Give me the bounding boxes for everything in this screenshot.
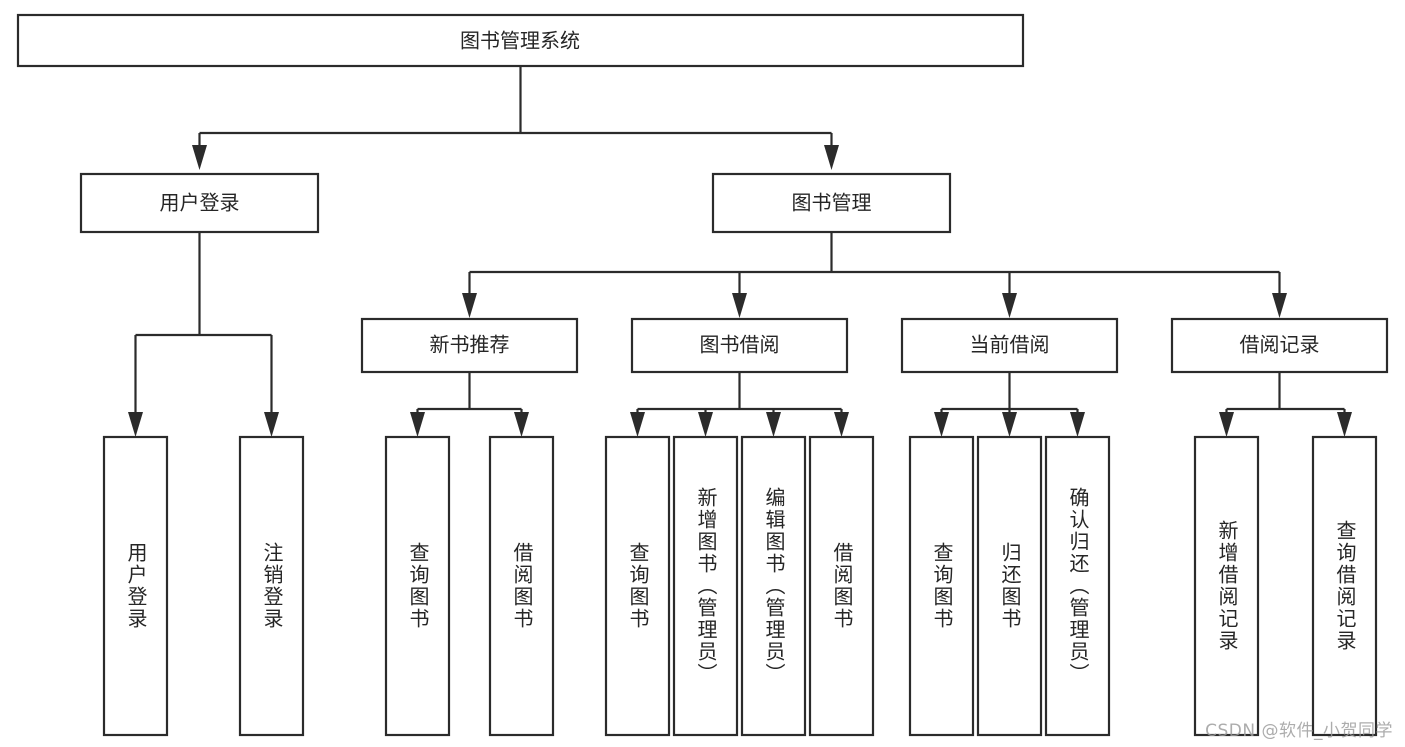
leaf-box-cb-query-book[interactable] xyxy=(908,435,975,737)
leaf-box-nbr-query-book[interactable] xyxy=(384,435,451,737)
connector-user-login-to-leaves xyxy=(128,232,279,437)
leaf-boxes-user-login xyxy=(102,435,305,737)
arrow-to-leaf-bb-2 xyxy=(698,412,713,437)
book-borrow-box-rect xyxy=(630,317,849,374)
arrow-to-book-manage xyxy=(824,145,839,170)
borrow-record-box-rect xyxy=(1170,317,1389,374)
leaf-box-logout[interactable] xyxy=(238,435,305,737)
user-login-box-label: 用户登录 xyxy=(160,191,240,215)
leaf-box-user-login[interactable] xyxy=(102,435,169,737)
arrow-to-leaf-bb-3 xyxy=(766,412,781,437)
leaf-box-bb-edit-book[interactable] xyxy=(740,435,807,737)
arrow-to-leaf-br-1 xyxy=(1219,412,1234,437)
leaf-boxes-book-borrow xyxy=(604,435,875,737)
node-new-book-recommend[interactable]: 新书推荐 xyxy=(360,317,579,374)
node-book-manage[interactable]: 图书管理 xyxy=(711,172,952,234)
book-manage-box-label: 图书管理 xyxy=(792,191,872,215)
node-current-borrow[interactable]: 当前借阅 xyxy=(900,317,1119,374)
csdn-watermark: CSDN @软件_小贺同学 xyxy=(1205,721,1393,741)
leaf-box-nbr-borrow-book[interactable] xyxy=(488,435,555,737)
leaf-box-bb-add-book[interactable] xyxy=(672,435,739,737)
connector-root-to-level1 xyxy=(192,66,839,170)
connector-borrow-record-to-leaves xyxy=(1219,372,1352,437)
arrow-to-current-borrow xyxy=(1002,293,1017,318)
arrow-to-borrow-record xyxy=(1272,293,1287,318)
leaf-boxes-borrow-record xyxy=(1193,435,1378,737)
connector-new-book-recommend-to-leaves xyxy=(410,372,529,437)
leaf-box-cb-confirm-return[interactable] xyxy=(1044,435,1111,737)
arrow-to-leaf-user-login xyxy=(128,412,143,437)
connector-book-borrow-to-leaves xyxy=(630,372,849,437)
arrow-to-leaf-cb-1 xyxy=(934,412,949,437)
node-book-borrow[interactable]: 图书借阅 xyxy=(630,317,849,374)
root-box-label: 图书管理系统 xyxy=(460,29,580,53)
current-borrow-box-rect xyxy=(900,317,1119,374)
arrow-to-leaf-logout xyxy=(264,412,279,437)
arrow-to-new-book-recommend xyxy=(462,293,477,318)
connector-book-manage-to-level2 xyxy=(462,232,1287,318)
book-borrow-box-label: 图书借阅 xyxy=(700,333,780,357)
leaf-boxes-new-book-recommend xyxy=(384,435,555,737)
node-user-login[interactable]: 用户登录 xyxy=(79,172,320,234)
leaf-box-bb-borrow-book[interactable] xyxy=(808,435,875,737)
leaf-box-cb-return-book[interactable] xyxy=(976,435,1043,737)
arrow-to-user-login xyxy=(192,145,207,170)
new-book-recommend-box-label: 新书推荐 xyxy=(430,333,510,357)
node-borrow-record[interactable]: 借阅记录 xyxy=(1170,317,1389,374)
leaf-boxes-current-borrow xyxy=(908,435,1111,737)
arrow-to-leaf-cb-2 xyxy=(1002,412,1017,437)
book-manage-box-rect xyxy=(711,172,952,234)
connector-current-borrow-to-leaves xyxy=(934,372,1085,437)
leaf-box-bb-query-book[interactable] xyxy=(604,435,671,737)
leaf-box-br-add-record[interactable] xyxy=(1193,435,1260,737)
arrow-to-leaf-nbr-1 xyxy=(410,412,425,437)
root-box-rect xyxy=(16,13,1025,68)
arrow-to-leaf-bb-1 xyxy=(630,412,645,437)
arrow-to-leaf-cb-3 xyxy=(1070,412,1085,437)
arrow-to-leaf-bb-4 xyxy=(834,412,849,437)
node-root[interactable]: 图书管理系统 xyxy=(16,13,1025,68)
current-borrow-box-label: 当前借阅 xyxy=(970,333,1050,357)
new-book-recommend-box-rect xyxy=(360,317,579,374)
borrow-record-box-label: 借阅记录 xyxy=(1240,333,1320,357)
arrow-to-leaf-nbr-2 xyxy=(514,412,529,437)
arrow-to-leaf-br-2 xyxy=(1337,412,1352,437)
leaf-box-br-query-record[interactable] xyxy=(1311,435,1378,737)
arrow-to-book-borrow xyxy=(732,293,747,318)
